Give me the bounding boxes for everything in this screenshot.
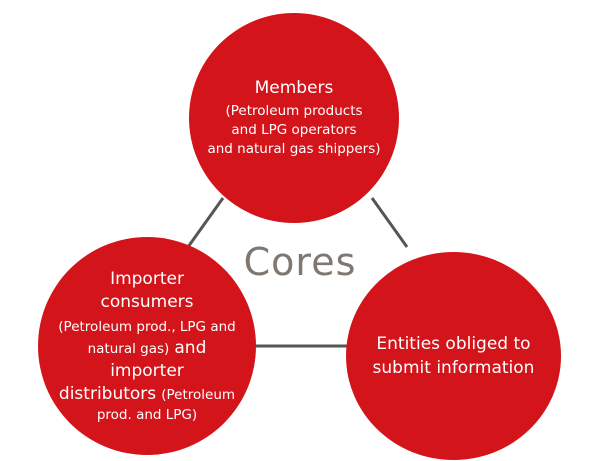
node-importer-line-5: distributors (Petroleum: [59, 383, 235, 406]
node-members-detail-2: and LPG operators: [231, 122, 357, 138]
node-importer-line-5b: (Petroleum: [161, 386, 236, 403]
node-members-detail-1: (Petroleum products: [225, 103, 363, 119]
node-members: Members (Petroleum products and LPG oper…: [189, 13, 399, 223]
node-importer-line-5a: distributors: [58, 383, 157, 404]
node-obliged-line-1: Entities obliged to: [376, 334, 531, 354]
node-importer-consumers: Importer consumers (Petroleum prod., LPG…: [38, 237, 256, 455]
node-importer-line-4a: natural gas): [87, 340, 170, 357]
connector-top-left: [186, 197, 225, 248]
node-importer-line-3: (Petroleum prod., LPG and: [58, 318, 236, 335]
node-importer-line-4: natural gas) and importer: [50, 337, 244, 383]
node-obliged-entities: Entities obliged to submit information: [346, 252, 561, 460]
node-importer-line-2: consumers: [100, 291, 194, 312]
node-importer-line-6: prod. and LPG): [96, 406, 198, 423]
node-importer-line-4b: and importer: [110, 337, 207, 381]
node-members-title: Members: [254, 78, 334, 98]
connector-top-right: [370, 197, 409, 248]
node-members-detail-3: and natural gas shippers): [207, 141, 381, 157]
center-label-cores: Cores: [243, 240, 357, 284]
node-importer-line-1: Importer: [110, 268, 184, 289]
node-obliged-line-2: submit information: [372, 358, 535, 378]
